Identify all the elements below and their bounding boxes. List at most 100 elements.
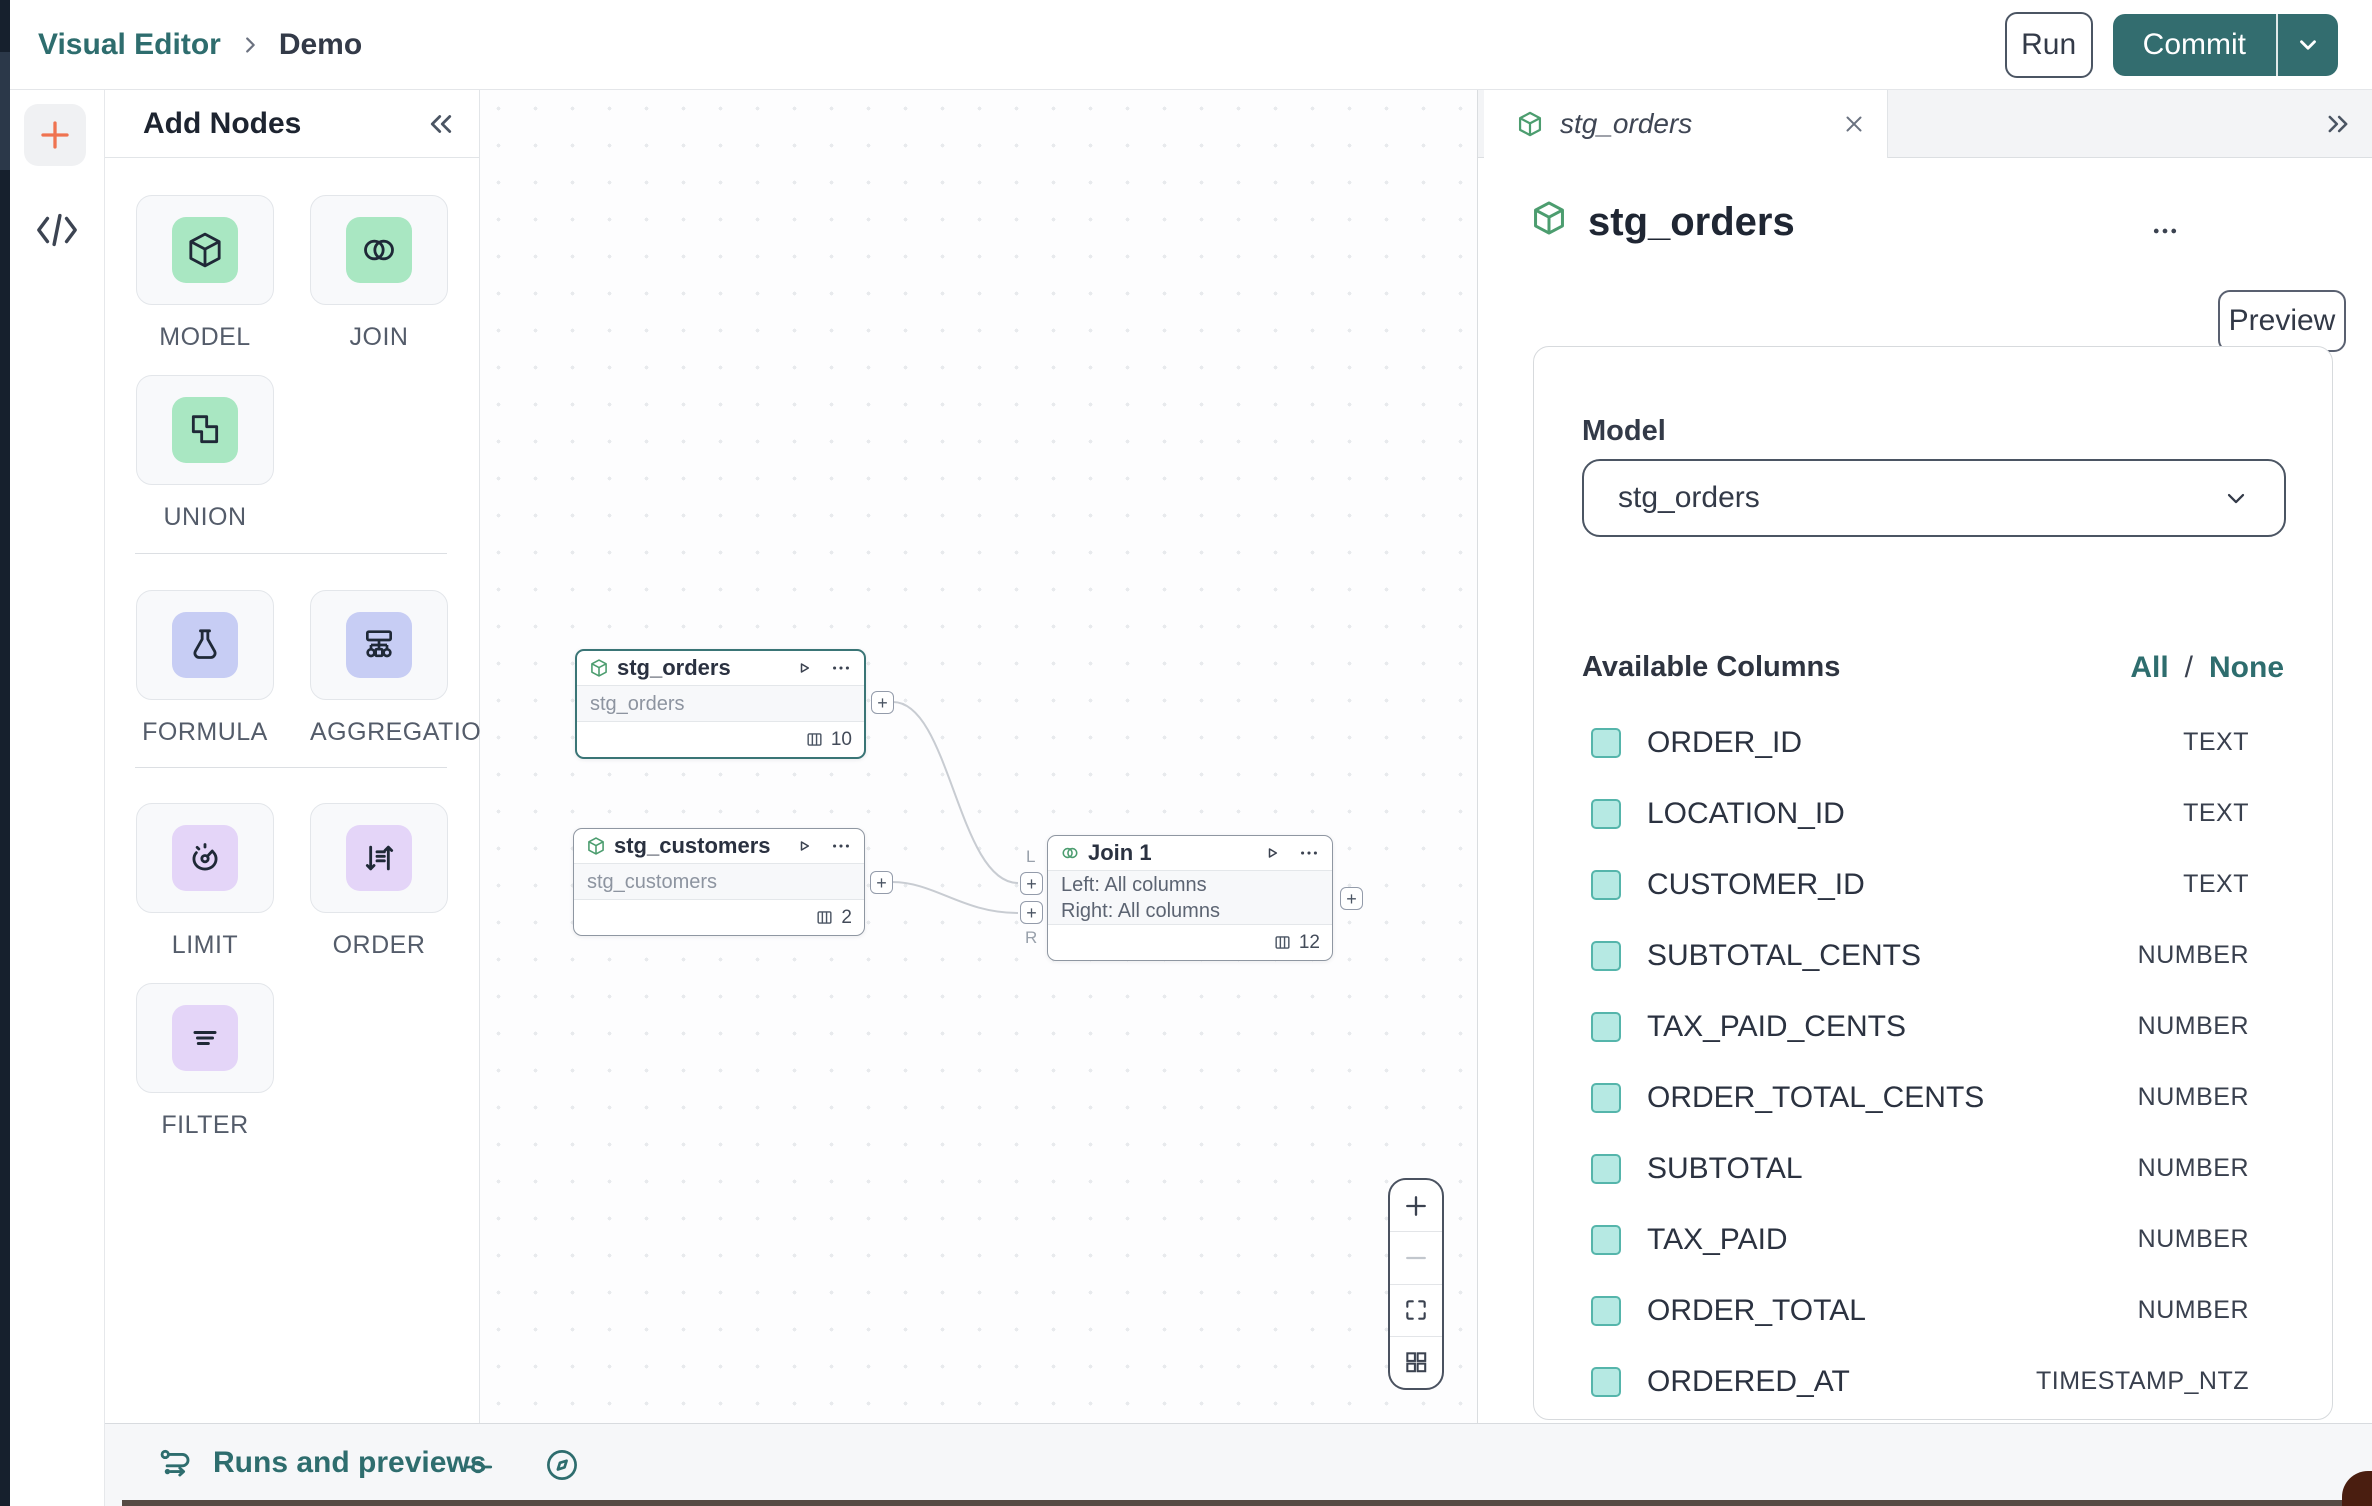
- tile-order[interactable]: ORDER: [310, 803, 448, 960]
- join-circles-icon: [1062, 847, 1078, 859]
- column-type: NUMBER: [2137, 1083, 2249, 1111]
- canvas-node-stg-orders[interactable]: stg_orders stg_orders 10: [575, 649, 866, 759]
- column-checkbox[interactable]: [1591, 798, 1621, 829]
- columns-icon: [807, 733, 822, 746]
- column-checkbox[interactable]: [1591, 727, 1621, 758]
- column-row: ORDER_TOTAL_CENTS NUMBER: [1534, 1062, 2331, 1133]
- expand-panel-button[interactable]: [2324, 110, 2352, 138]
- all-none-divider: /: [2184, 651, 2193, 684]
- column-name: CUSTOMER_ID: [1647, 867, 1865, 901]
- tile-formula[interactable]: FORMULA: [136, 590, 274, 747]
- column-name: TAX_PAID: [1647, 1222, 1788, 1256]
- canvas-node-join-1[interactable]: Join 1 Left: All columns Right: All colu…: [1047, 835, 1333, 961]
- select-all-none: All / None: [2130, 651, 2284, 685]
- grid-icon: [1406, 1352, 1427, 1373]
- column-checkbox[interactable]: [1591, 1295, 1621, 1326]
- column-checkbox[interactable]: [1591, 1366, 1621, 1397]
- preview-button[interactable]: Preview: [2218, 290, 2346, 352]
- column-type: TEXT: [2183, 728, 2249, 756]
- column-name: ORDER_TOTAL_CENTS: [1647, 1080, 1985, 1114]
- output-port-stg-orders[interactable]: +: [871, 691, 894, 714]
- plus-icon: [1406, 1195, 1426, 1216]
- node-header[interactable]: stg_customers: [574, 829, 864, 863]
- tile-model[interactable]: MODEL: [136, 195, 274, 352]
- commit-button[interactable]: Commit: [2112, 13, 2276, 76]
- collapse-panel-icon[interactable]: [426, 109, 456, 139]
- tab-stg-orders[interactable]: stg_orders: [1484, 90, 1888, 158]
- commit-node-icon[interactable]: [461, 1450, 495, 1484]
- canvas-zoom-controls: [1388, 1178, 1444, 1390]
- node-model-ref: stg_orders: [577, 685, 864, 722]
- node-menu-icon[interactable]: [830, 657, 852, 679]
- tile-union[interactable]: UNION: [136, 375, 274, 532]
- column-checkbox[interactable]: [1591, 1224, 1621, 1255]
- compass-icon[interactable]: [543, 1446, 581, 1484]
- join-circles-icon: [364, 239, 394, 261]
- column-type: TIMESTAMP_NTZ: [2036, 1367, 2249, 1395]
- column-type: TEXT: [2183, 870, 2249, 898]
- select-all-link[interactable]: All: [2130, 651, 2169, 684]
- zoom-in-button[interactable]: [1390, 1180, 1442, 1231]
- breadcrumb-root-link[interactable]: Visual Editor: [38, 27, 221, 61]
- node-footer: 12: [1048, 925, 1332, 960]
- run-button[interactable]: Run: [2004, 11, 2093, 78]
- column-checkbox[interactable]: [1591, 1153, 1621, 1184]
- column-name: ORDER_ID: [1647, 725, 1803, 759]
- join-left-port-label: L: [1026, 847, 1036, 866]
- tile-filter[interactable]: FILTER: [136, 983, 274, 1140]
- node-header[interactable]: stg_orders: [577, 651, 864, 685]
- column-name: SUBTOTAL: [1647, 1151, 1803, 1185]
- columns-icon: [1275, 936, 1290, 949]
- node-config-card: Model stg_orders Available Columns All /…: [1533, 346, 2333, 1420]
- top-bar: Visual Editor Demo Run Commit: [10, 0, 2372, 90]
- model-cube-icon: [588, 837, 604, 855]
- join-right-port-label: R: [1025, 928, 1038, 947]
- add-nodes-panel: Add Nodes MODEL JOIN UNION: [105, 90, 499, 1423]
- column-checkbox[interactable]: [1591, 869, 1621, 900]
- run-node-icon[interactable]: [794, 836, 814, 856]
- model-cube-icon: [1518, 111, 1542, 137]
- column-type: NUMBER: [2137, 1225, 2249, 1253]
- code-view-button[interactable]: [34, 210, 80, 250]
- model-select[interactable]: stg_orders: [1582, 459, 2286, 537]
- output-port-join[interactable]: +: [1340, 887, 1363, 910]
- auto-layout-button[interactable]: [1390, 1335, 1442, 1388]
- tile-limit[interactable]: LIMIT: [136, 803, 274, 960]
- inspector-menu-icon[interactable]: [2150, 216, 2180, 246]
- column-row: ORDER_TOTAL NUMBER: [1534, 1275, 2331, 1346]
- add-nodes-title: Add Nodes: [143, 106, 302, 140]
- tile-aggregation[interactable]: AGGREGATION: [310, 590, 499, 747]
- model-label: Model: [1582, 415, 1666, 447]
- add-node-rail-button[interactable]: [24, 104, 86, 166]
- chevron-down-icon: [2300, 39, 2316, 50]
- bottom-status-bar: Runs and previews: [105, 1423, 2372, 1506]
- node-menu-icon[interactable]: [830, 835, 852, 857]
- runs-and-previews-button[interactable]: Runs and previews: [157, 1444, 486, 1482]
- flow-canvas[interactable]: stg_orders stg_orders 10 stg_customers: [480, 90, 1477, 1423]
- canvas-node-stg-customers[interactable]: stg_customers stg_customers 2: [573, 828, 865, 936]
- output-port-stg-customers[interactable]: +: [870, 871, 893, 894]
- input-port-join-left[interactable]: +: [1020, 872, 1043, 895]
- zoom-out-button[interactable]: [1390, 1231, 1442, 1283]
- run-node-icon[interactable]: [794, 658, 814, 678]
- tile-join[interactable]: JOIN: [310, 195, 448, 352]
- node-menu-icon[interactable]: [1298, 842, 1320, 864]
- run-node-icon[interactable]: [1262, 843, 1282, 863]
- plus-icon: [41, 121, 69, 149]
- breadcrumb-chevron-icon: [239, 34, 261, 56]
- column-checkbox[interactable]: [1591, 1082, 1621, 1113]
- model-cube-icon: [189, 232, 221, 268]
- column-checkbox[interactable]: [1591, 1011, 1621, 1042]
- commit-dropdown-button[interactable]: [2276, 13, 2338, 76]
- node-footer: 2: [574, 900, 864, 935]
- select-none-link[interactable]: None: [2209, 651, 2284, 684]
- close-tab-icon[interactable]: [1841, 111, 1867, 137]
- fit-view-button[interactable]: [1390, 1283, 1442, 1336]
- column-checkbox[interactable]: [1591, 940, 1621, 971]
- column-type: NUMBER: [2137, 1154, 2249, 1182]
- input-port-join-right[interactable]: +: [1020, 901, 1043, 924]
- node-header[interactable]: Join 1: [1048, 836, 1332, 870]
- columns-icon: [817, 911, 832, 924]
- formula-flask-icon: [193, 629, 217, 659]
- panel-divider: [135, 553, 447, 554]
